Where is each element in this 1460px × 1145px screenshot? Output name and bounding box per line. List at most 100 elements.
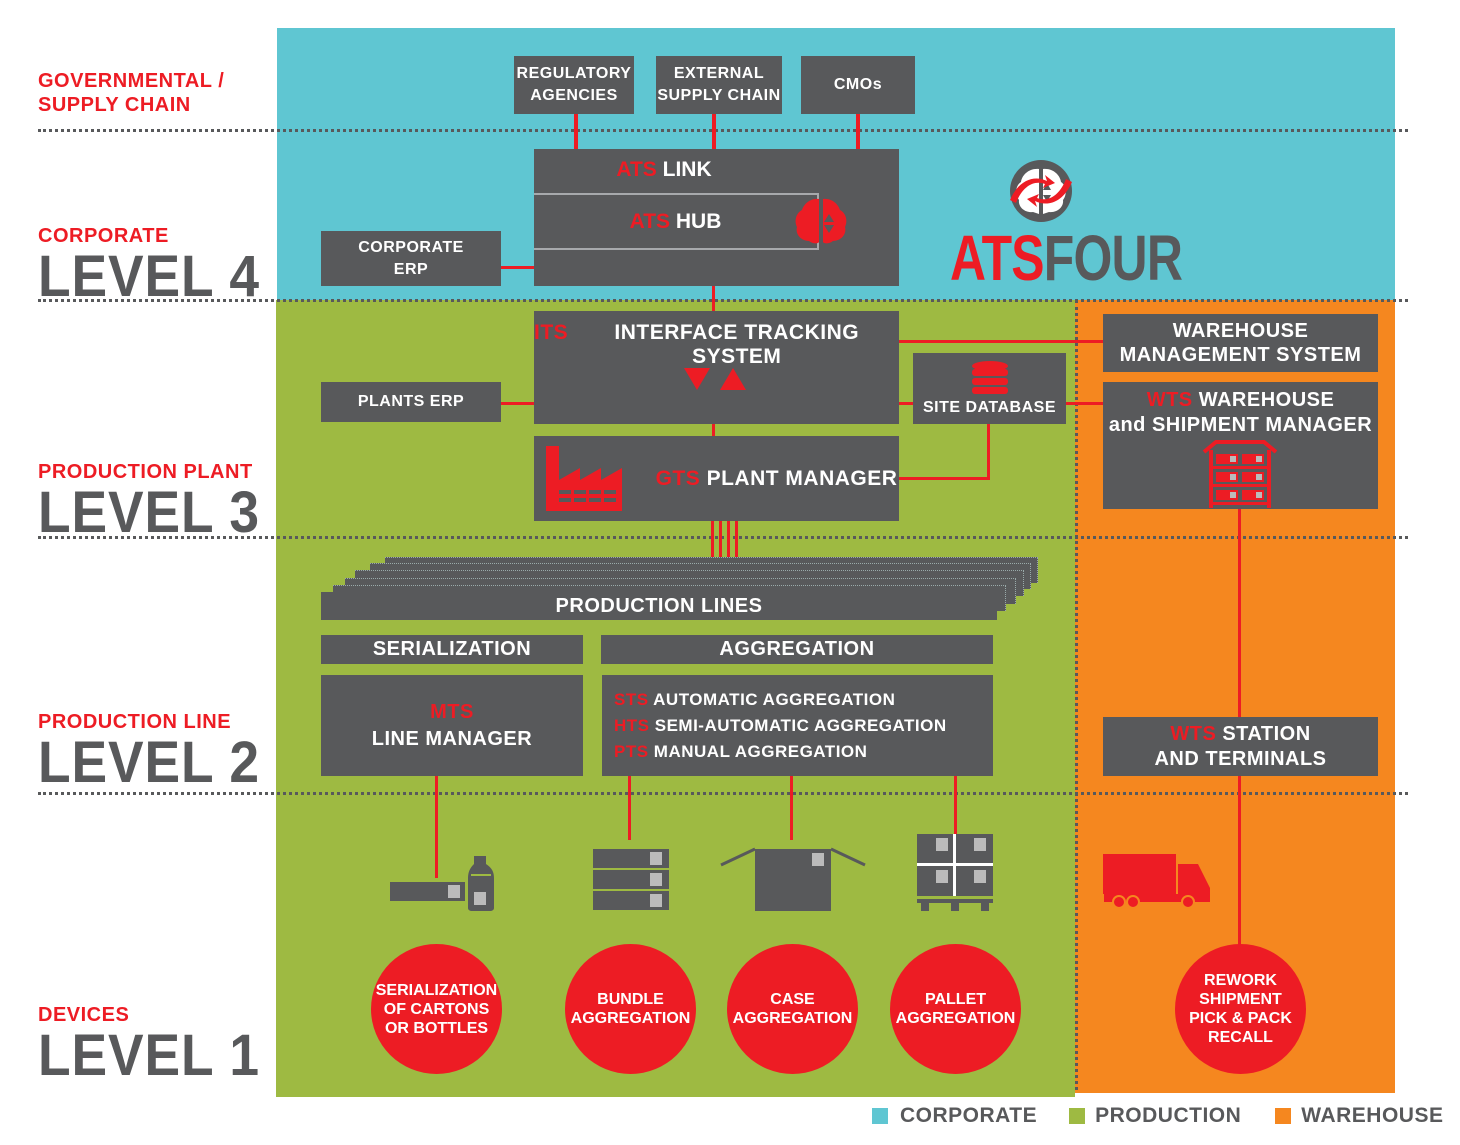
carton-bottle-icon bbox=[390, 856, 494, 911]
ats-link-text: LINK bbox=[662, 158, 712, 181]
gts-prefix: GTS bbox=[655, 466, 701, 490]
box-label: CORPORATE bbox=[358, 238, 464, 256]
legend-label: CORPORATE bbox=[900, 1104, 1038, 1127]
box-label: ERP bbox=[393, 260, 429, 278]
gov-label-line1: GOVERNMENTAL / bbox=[38, 70, 225, 92]
legend-label: WAREHOUSE bbox=[1301, 1104, 1444, 1127]
circle-label: PALLET bbox=[924, 991, 987, 1008]
agg-item[interactable]: PTS MANUAL AGGREGATION bbox=[614, 739, 867, 765]
circle-label: CASE bbox=[770, 991, 815, 1008]
truck-icon bbox=[1103, 854, 1210, 909]
level-number: LEVEL 3 bbox=[38, 480, 260, 545]
level-gov-label: GOVERNMENTAL / SUPPLY CHAIN bbox=[38, 69, 224, 117]
external-supply-chain-box[interactable]: EXTERNAL SUPPLY CHAIN bbox=[656, 56, 782, 114]
box-label: LINE MANAGER bbox=[371, 727, 533, 750]
gov-label-line2: SUPPLY CHAIN bbox=[38, 94, 191, 116]
level-4-label: CORPORATE LEVEL 4 bbox=[38, 224, 279, 306]
circle-label: REWORK bbox=[1204, 972, 1277, 989]
plants-erp-box[interactable]: PLANTS ERP bbox=[321, 382, 501, 422]
agg-prefix: HTS bbox=[614, 715, 650, 735]
device-case-circle[interactable]: CASE AGGREGATION bbox=[727, 944, 858, 1074]
production-lines-box[interactable]: PRODUCTION LINES bbox=[321, 592, 997, 620]
connector bbox=[954, 775, 957, 835]
device-serialization-circle[interactable]: SERIALIZATION OF CARTONS OR BOTTLES bbox=[371, 944, 502, 1074]
circle-label: PICK & PACK bbox=[1189, 1010, 1292, 1027]
agg-prefix: STS bbox=[614, 689, 649, 709]
level-category: PRODUCTION LINE bbox=[38, 711, 232, 733]
wts-prefix: WTS bbox=[1170, 722, 1217, 745]
level-category: PRODUCTION PLANT bbox=[38, 461, 253, 483]
box-label: WAREHOUSE bbox=[1198, 389, 1335, 411]
separator-l3 bbox=[38, 536, 1408, 539]
wms-box[interactable]: WAREHOUSE MANAGEMENT SYSTEM bbox=[1103, 314, 1378, 372]
mts-line-manager-box[interactable]: MTS LINE MANAGER bbox=[321, 675, 583, 776]
circle-label: AGGREGATION bbox=[895, 1010, 1016, 1027]
circle-label: AGGREGATION bbox=[570, 1010, 691, 1027]
open-case-icon bbox=[720, 847, 866, 911]
level-2-label: PRODUCTION LINE LEVEL 2 bbox=[38, 710, 279, 792]
box-label: STATION bbox=[1222, 722, 1311, 745]
connector bbox=[435, 775, 438, 878]
legend-swatch-warehouse bbox=[1275, 1108, 1292, 1124]
connector bbox=[712, 286, 715, 312]
device-pallet-circle[interactable]: PALLET AGGREGATION bbox=[890, 944, 1021, 1074]
rework-circle[interactable]: REWORK SHIPMENT PICK & PACK RECALL bbox=[1175, 944, 1306, 1074]
wts-prefix: WTS bbox=[1146, 389, 1193, 411]
gts-label: PLANT MANAGER bbox=[706, 466, 898, 490]
agg-item[interactable]: STS AUTOMATIC AGGREGATION bbox=[614, 687, 895, 713]
separator-l4 bbox=[38, 299, 1408, 302]
agg-item[interactable]: HTS SEMI-AUTOMATIC AGGREGATION bbox=[614, 713, 947, 739]
ats-hub-box[interactable]: ATS HUB bbox=[534, 193, 819, 250]
wts-station-box[interactable]: WTS STATION AND TERMINALS bbox=[1103, 717, 1378, 776]
factory-icon bbox=[546, 446, 622, 511]
connector bbox=[856, 114, 860, 150]
aggregation-list-box[interactable]: STS AUTOMATIC AGGREGATION HTS SEMI-AUTOM… bbox=[602, 675, 993, 776]
level-category: DEVICES bbox=[38, 1004, 130, 1026]
circle-label: SHIPMENT bbox=[1199, 991, 1282, 1008]
circle-label: AGGREGATION bbox=[732, 1010, 853, 1027]
connector bbox=[790, 775, 793, 840]
connector bbox=[574, 114, 578, 150]
pallet-icon bbox=[917, 834, 993, 911]
box-label: MANAGEMENT SYSTEM bbox=[1119, 344, 1362, 366]
corporate-erp-box[interactable]: CORPORATE ERP bbox=[321, 231, 501, 286]
separator-gov bbox=[38, 129, 1408, 132]
wts-manager-box[interactable]: WTS WAREHOUSE and SHIPMENT MANAGER bbox=[1103, 382, 1378, 509]
aggregation-header[interactable]: AGGREGATION bbox=[601, 635, 993, 664]
device-bundle-circle[interactable]: BUNDLE AGGREGATION bbox=[565, 944, 696, 1074]
level-number: LEVEL 2 bbox=[38, 730, 260, 795]
logo-gray-text: FOUR bbox=[1043, 222, 1183, 294]
box-label: AND TERMINALS bbox=[1154, 747, 1327, 770]
box-label: AGENCIES bbox=[530, 87, 618, 104]
legend-swatch-production bbox=[1069, 1108, 1086, 1124]
circle-label: BUNDLE bbox=[597, 991, 664, 1008]
cmos-box[interactable]: CMOs bbox=[801, 56, 915, 114]
connector bbox=[898, 402, 913, 405]
level-number: LEVEL 1 bbox=[38, 1023, 260, 1088]
connector bbox=[735, 520, 738, 570]
legend-swatch-corporate bbox=[872, 1108, 888, 1124]
box-label: PLANTS ERP bbox=[357, 393, 465, 410]
connector bbox=[987, 424, 990, 479]
serialization-header[interactable]: SERIALIZATION bbox=[321, 635, 583, 664]
agg-label: MANUAL AGGREGATION bbox=[653, 741, 868, 761]
level-1-label: DEVICES LEVEL 1 bbox=[38, 1003, 279, 1085]
box-label: SERIALIZATION bbox=[372, 638, 532, 660]
agg-label: SEMI-AUTOMATIC AGGREGATION bbox=[654, 715, 947, 735]
box-label: PRODUCTION LINES bbox=[555, 594, 763, 617]
ats-hub-prefix: ATS bbox=[629, 209, 671, 233]
separator-warehouse bbox=[1075, 300, 1078, 1090]
circle-label: OR BOTTLES bbox=[384, 1019, 489, 1037]
box-label: and SHIPMENT MANAGER bbox=[1108, 414, 1373, 436]
ats-link-prefix: ATS bbox=[616, 158, 657, 181]
site-database-box[interactable]: SITE DATABASE bbox=[913, 353, 1066, 424]
regulatory-agencies-box[interactable]: REGULATORY AGENCIES bbox=[514, 56, 634, 114]
ats-link-label: ATS LINK bbox=[534, 158, 794, 182]
separator-l2 bbox=[38, 792, 1408, 795]
atsfour-logo-icon bbox=[1010, 160, 1072, 222]
its-prefix: ITS bbox=[534, 321, 569, 344]
box-label: AGGREGATION bbox=[719, 638, 875, 660]
its-box[interactable]: ITS INTERFACE TRACKING SYSTEM bbox=[534, 311, 899, 424]
ats-hub-text: HUB bbox=[675, 209, 722, 233]
legend: CORPORATE PRODUCTION WAREHOUSE bbox=[872, 1104, 1443, 1128]
